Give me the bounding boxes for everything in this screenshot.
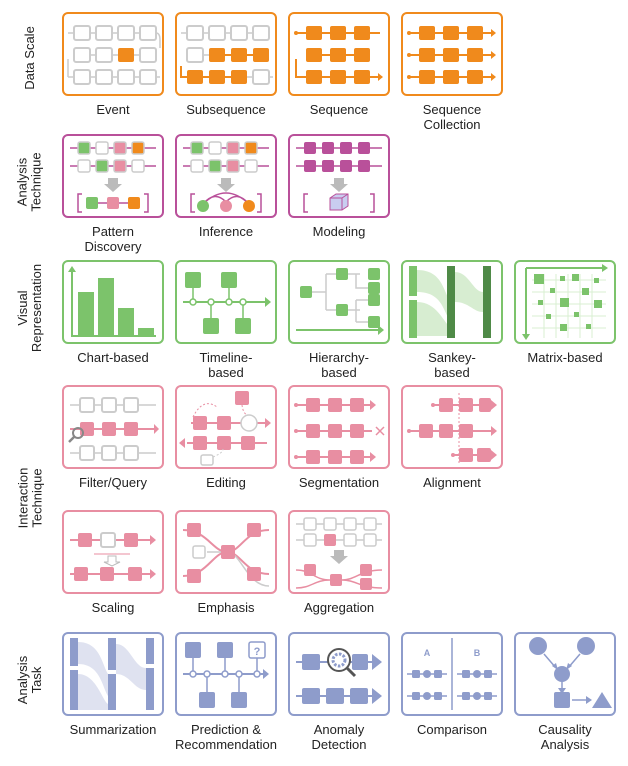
row-label-visual-representation: Visual Representation bbox=[15, 263, 45, 353]
caption-comparison: Comparison bbox=[416, 722, 488, 737]
caption-sequence: Sequence bbox=[309, 102, 369, 117]
segmentation-icon bbox=[288, 385, 390, 469]
filter-query-icon bbox=[62, 385, 164, 469]
caption-segmentation: Segmentation bbox=[298, 475, 380, 490]
causality-analysis-icon bbox=[514, 632, 616, 716]
caption-alignment: Alignment bbox=[423, 475, 481, 490]
anomaly-detection-icon bbox=[288, 632, 390, 716]
chart-based-icon bbox=[62, 260, 164, 344]
scaling-icon bbox=[62, 510, 164, 594]
row-label-data-scale: Data Scale bbox=[22, 25, 37, 90]
aggregation-icon bbox=[288, 510, 390, 594]
prediction-recommendation-icon: ? bbox=[175, 632, 277, 716]
comparison-label-a: A bbox=[424, 648, 431, 658]
event-icon bbox=[62, 12, 164, 96]
comparison-label-b: B bbox=[474, 648, 481, 658]
caption-chart-based: Chart-based bbox=[77, 350, 149, 365]
summarization-icon bbox=[62, 632, 164, 716]
caption-sequence-collection: Sequence Collection bbox=[422, 102, 482, 132]
caption-timeline-based: Timeline- based bbox=[199, 350, 253, 380]
row-label-analysis-technique: Analysis Technique bbox=[15, 152, 44, 212]
editing-icon bbox=[175, 385, 277, 469]
hierarchy-based-icon bbox=[288, 260, 390, 344]
alignment-icon bbox=[401, 385, 503, 469]
prediction-question-mark: ? bbox=[254, 646, 261, 658]
caption-subsequence: Subsequence bbox=[186, 102, 266, 117]
caption-matrix-based: Matrix-based bbox=[527, 350, 603, 365]
row-label-interaction-technique: Interaction Technique bbox=[15, 467, 45, 529]
caption-prediction-recommendation: Prediction & Recommendation bbox=[175, 722, 277, 752]
modeling-icon bbox=[288, 134, 390, 218]
caption-event: Event bbox=[96, 102, 130, 117]
caption-aggregation: Aggregation bbox=[303, 600, 375, 615]
caption-emphasis: Emphasis bbox=[197, 600, 255, 615]
caption-filter-query: Filter/Query bbox=[79, 475, 147, 490]
comparison-icon: A B bbox=[401, 632, 503, 716]
sankey-based-icon bbox=[401, 260, 503, 344]
sequence-collection-icon bbox=[401, 12, 503, 96]
caption-pattern-discovery: Pattern Discovery bbox=[84, 224, 142, 254]
caption-editing: Editing bbox=[206, 475, 246, 490]
matrix-based-icon bbox=[514, 260, 616, 344]
caption-hierarchy-based: Hierarchy- based bbox=[309, 350, 369, 380]
caption-modeling: Modeling bbox=[312, 224, 366, 239]
timeline-based-icon bbox=[175, 260, 277, 344]
caption-summarization: Summarization bbox=[69, 722, 157, 737]
caption-anomaly-detection: Anomaly Detection bbox=[311, 722, 367, 752]
row-label-analysis-task: Analysis Task bbox=[14, 655, 44, 705]
caption-scaling: Scaling bbox=[91, 600, 135, 615]
inference-icon bbox=[175, 134, 277, 218]
pattern-discovery-icon bbox=[62, 134, 164, 218]
caption-causality-analysis: Causality Analysis bbox=[538, 722, 592, 752]
caption-inference: Inference bbox=[198, 224, 254, 239]
subsequence-icon bbox=[175, 12, 277, 96]
caption-sankey-based: Sankey- based bbox=[428, 350, 476, 380]
sequence-icon bbox=[288, 12, 390, 96]
emphasis-icon bbox=[175, 510, 277, 594]
